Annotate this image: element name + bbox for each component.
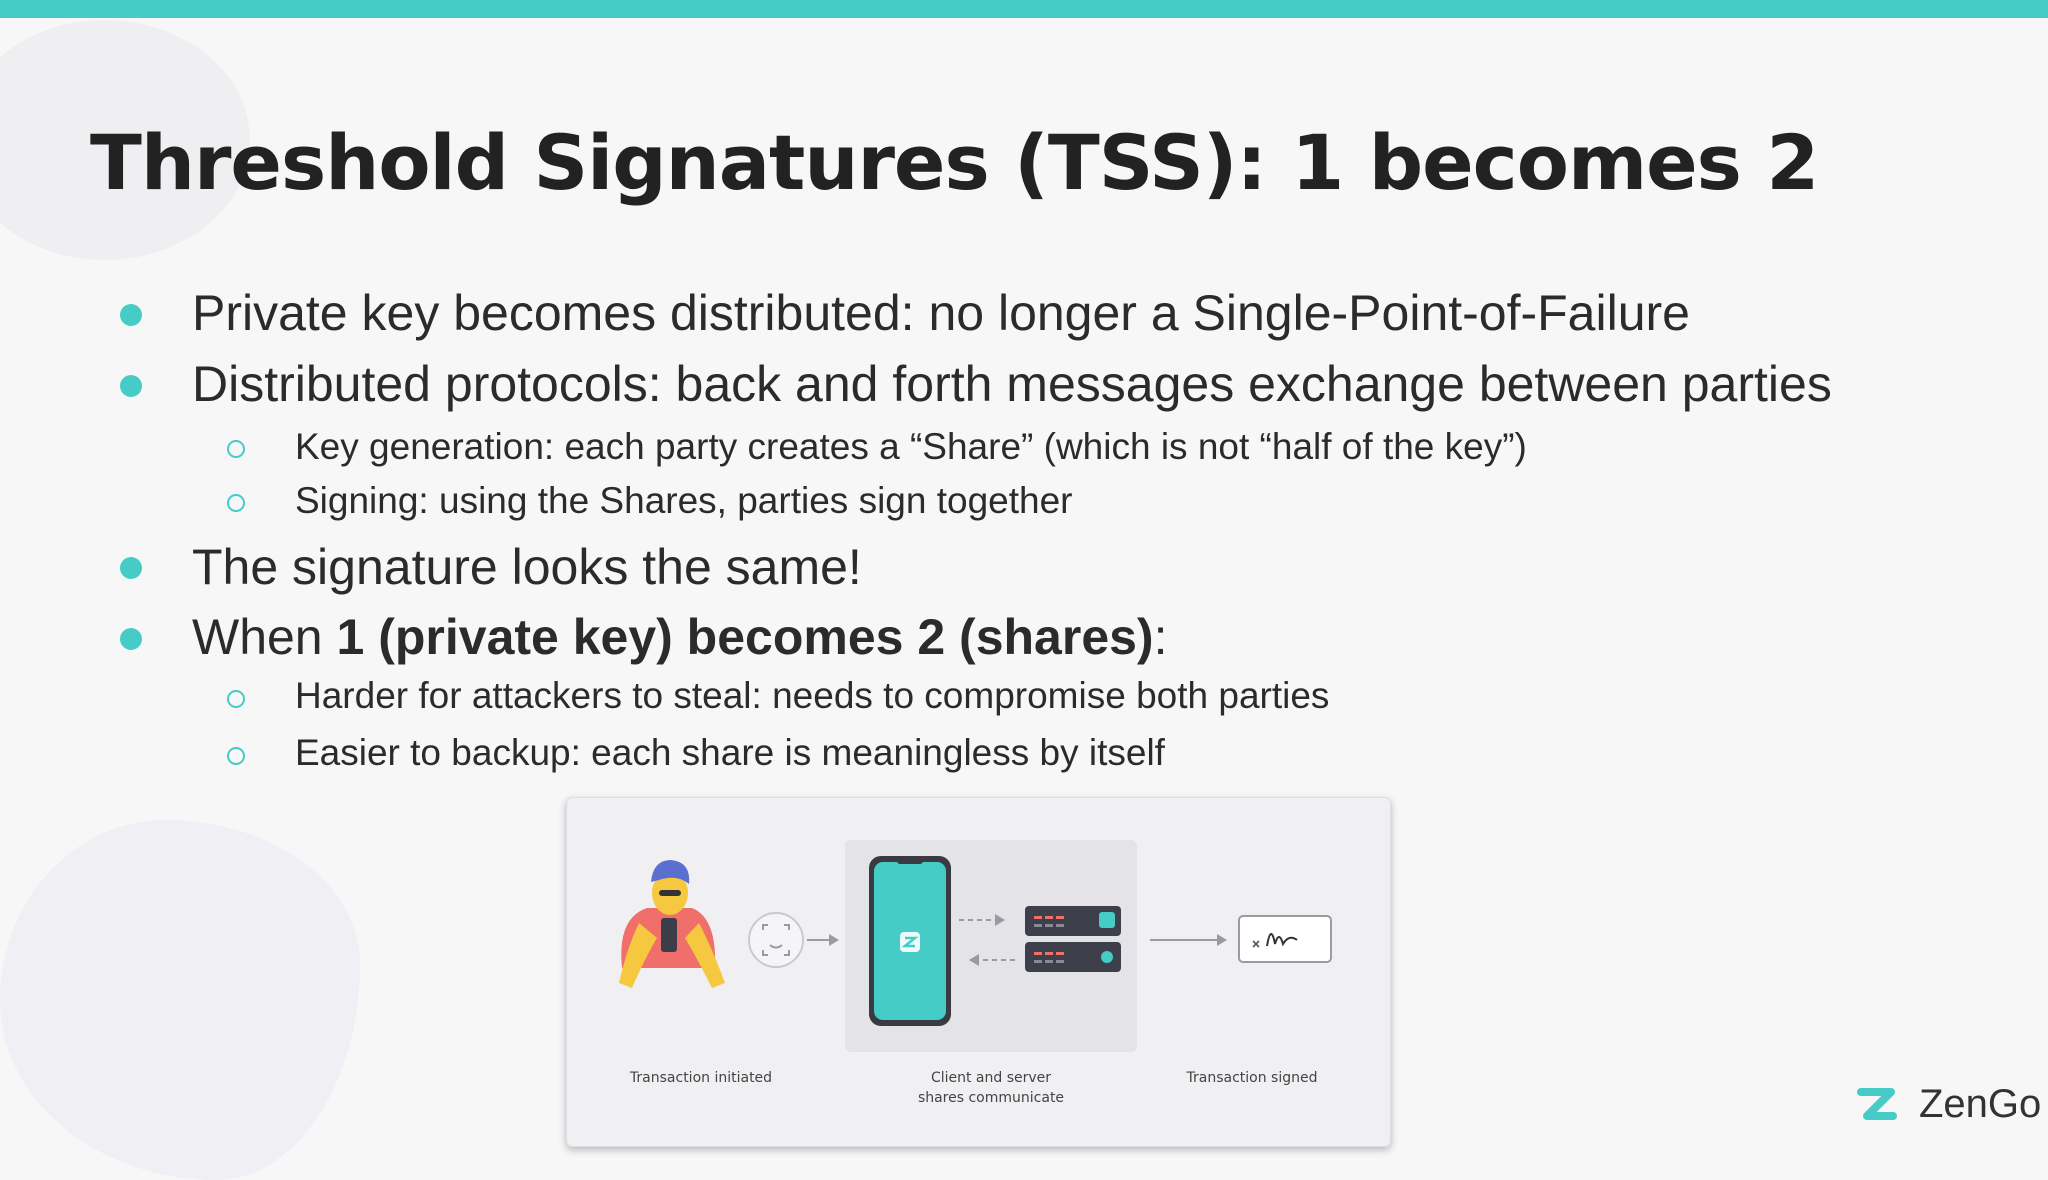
bullet-item: The signature looks the same! <box>192 539 862 595</box>
background-blob <box>0 820 360 1180</box>
bullet-item: When 1 (private key) becomes 2 (shares): <box>192 608 1168 666</box>
tss-flow-diagram: Transaction initiated Client and server … <box>566 797 1391 1147</box>
bullet-item: Private key becomes distributed: no long… <box>192 285 1690 341</box>
face-id-icon <box>748 912 804 968</box>
person-illustration <box>619 860 725 988</box>
sub-bullet-ring <box>227 494 245 512</box>
sub-bullet-item: Key generation: each party creates a “Sh… <box>295 426 1527 467</box>
bullet-list: Private key becomes distributed: no long… <box>120 285 1832 773</box>
bullet-dot <box>120 557 142 579</box>
phone-icon <box>869 856 951 1026</box>
step3-caption: Transaction signed <box>1186 1070 1318 1086</box>
brand-name: ZenGo <box>1919 1082 2042 1126</box>
bullet-text-prefix: When <box>192 609 337 665</box>
bullet-dot <box>120 304 142 326</box>
server-icon <box>1025 906 1121 972</box>
bullet-text-suffix: : <box>1153 609 1168 665</box>
step2-caption-line1: Client and server <box>930 1070 1052 1086</box>
sub-bullet-item: Signing: using the Shares, parties sign … <box>295 480 1073 521</box>
bullet-text-bold: 1 (private key) becomes 2 (shares) <box>336 609 1154 665</box>
step2-caption-line2: shares communicate <box>917 1090 1065 1106</box>
sub-bullet-ring <box>227 440 245 458</box>
bullet-dot <box>120 375 142 397</box>
background-blob <box>0 20 250 260</box>
sub-bullet-item: Easier to backup: each share is meaningl… <box>295 732 1165 773</box>
bullet-dot <box>120 628 142 650</box>
zengo-logo: ZenGo <box>1855 1078 2042 1134</box>
sub-bullet-ring <box>227 747 245 765</box>
step1-caption: Transaction initiated <box>629 1070 773 1086</box>
slide-title: Threshold Signatures (TSS): 1 becomes 2 <box>90 118 1819 207</box>
bullet-item: Distributed protocols: back and forth me… <box>192 356 1832 412</box>
sub-bullet-ring <box>227 690 245 708</box>
diagram-graphics <box>619 840 1332 1052</box>
top-accent-bar <box>0 0 2048 18</box>
zengo-logo-icon <box>1857 1084 1897 1126</box>
sub-bullet-item: Harder for attackers to steal: needs to … <box>295 675 1330 716</box>
signature-doc-icon <box>1238 915 1332 963</box>
